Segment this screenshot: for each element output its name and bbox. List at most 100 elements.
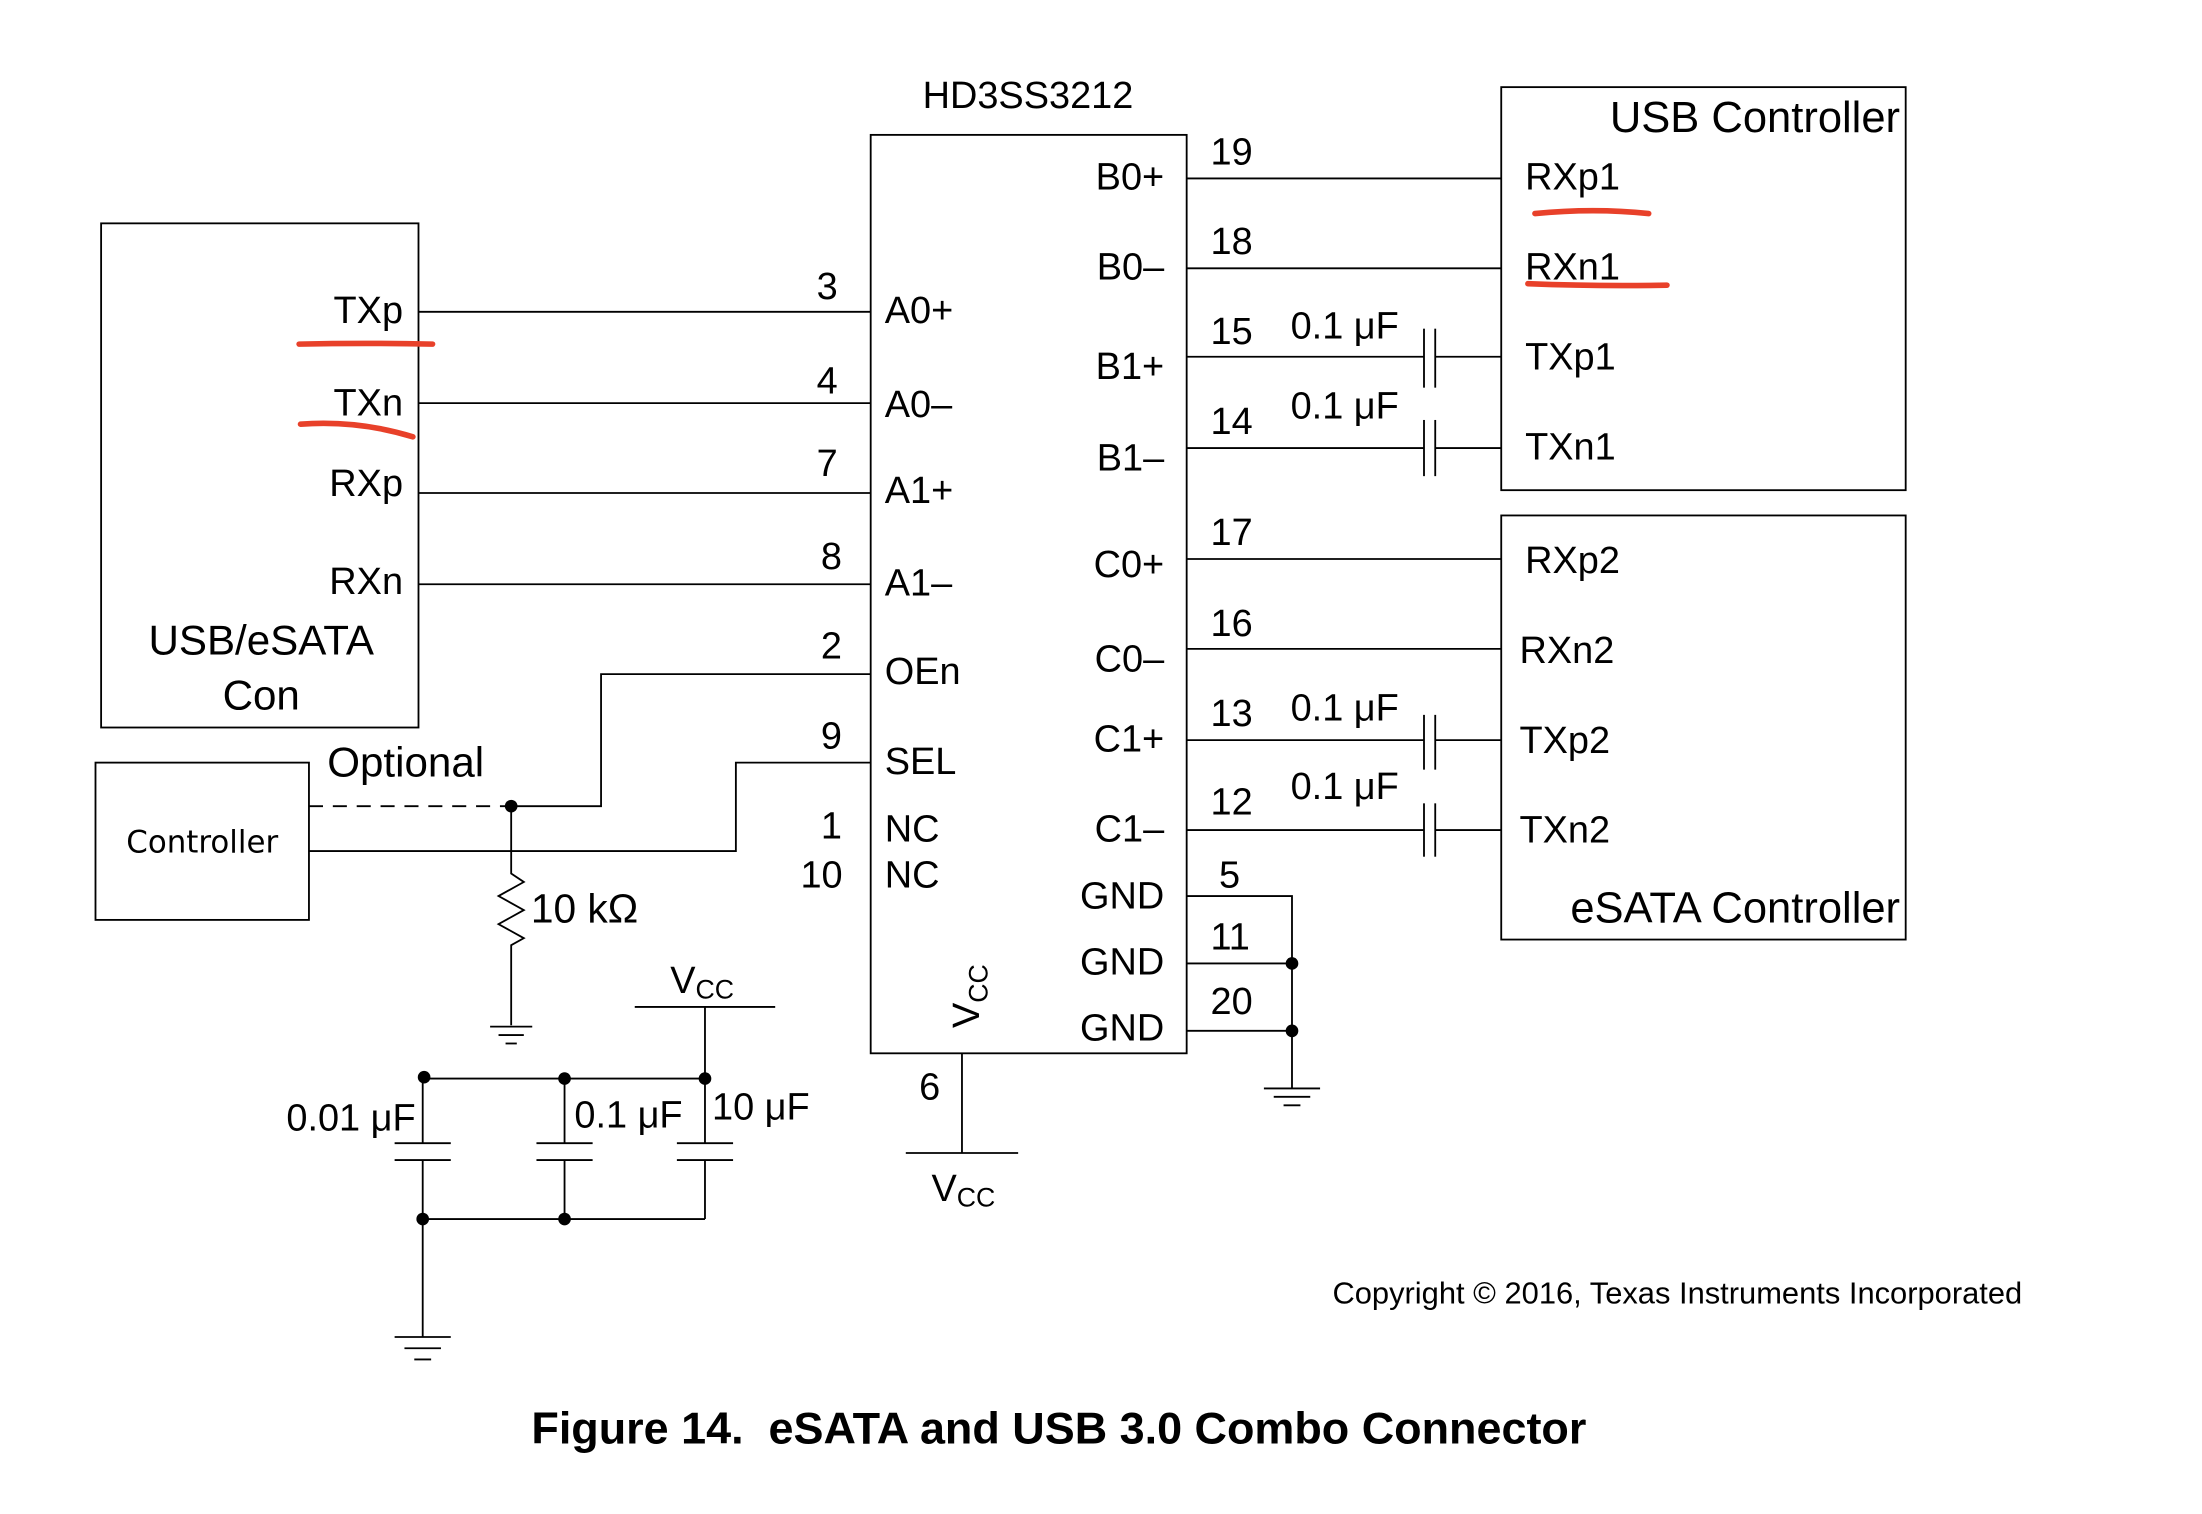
esata-signal-rxp2: RXp2 [1525, 540, 1620, 582]
usb-controller: USB Controller RXp1 RXn1 TXp1 TXn1 [1500, 86, 1907, 492]
junction-dot [698, 1072, 712, 1085]
highlight-txn [297, 420, 416, 440]
pin-number: 16 [1211, 603, 1253, 645]
esata-signal-txp2: TXp2 [1519, 720, 1610, 762]
esata-signal-txn2: TXn2 [1519, 810, 1610, 852]
pin-name: C1– [1095, 808, 1165, 850]
ac-cap [1423, 419, 1437, 477]
wire-oen [511, 673, 871, 808]
cap-value: 0.1 μF [1291, 306, 1399, 348]
pin-number: 13 [1211, 693, 1253, 735]
connector-body [100, 222, 420, 729]
pin-number: 10 [800, 855, 842, 897]
pin-number: 4 [817, 360, 838, 402]
controller: Controller Optional [94, 739, 484, 921]
usb-signal-txn1: TXn1 [1525, 426, 1616, 468]
pin-number: 18 [1211, 221, 1253, 263]
usb-signal-rxp1: RXp1 [1525, 157, 1620, 199]
cap-value: 0.01 μF [286, 1098, 415, 1140]
connector-signal-txp: TXp [334, 290, 404, 332]
usb-signal-txp1: TXp1 [1525, 336, 1616, 378]
chip-body [869, 133, 1188, 1055]
usb-esata-connector: TXp TXn RXp RXn USB/eSATA Con [100, 222, 420, 729]
chip-hd3ss3212: HD3SS3212 VCC [869, 75, 1188, 1055]
esata-signal-rxn2: RXn2 [1519, 630, 1614, 672]
cap-value: 0.1 μF [1291, 766, 1399, 808]
junction-dot [416, 1212, 430, 1226]
junction-dot [558, 1212, 571, 1226]
pin-number: 2 [821, 626, 842, 668]
ground-icon [394, 1336, 451, 1361]
pin-name: GND [1080, 942, 1164, 984]
pin-name: A1– [885, 563, 953, 605]
pin-number: 8 [821, 536, 842, 578]
chip-vcc-label: VCC [946, 964, 993, 1028]
wire-gnd [1186, 895, 1293, 1089]
ac-cap [1423, 714, 1437, 770]
chip-vcc-pin: 6 VCC [905, 1053, 1019, 1212]
pin-number: 15 [1211, 311, 1253, 353]
highlight-marks [296, 207, 1670, 440]
chip-right-pins: B0+ 19 B0– 18 B1+ 15 B1– 14 C0+ 17 C0– 1… [1080, 131, 1253, 1049]
figure-caption: Figure 14. eSATA and USB 3.0 Combo Conne… [531, 1403, 1586, 1454]
resistor-value: 10 kΩ [531, 886, 638, 932]
usb-controller-body [1500, 86, 1907, 492]
esata-controller-title: eSATA Controller [1570, 885, 1900, 933]
pin-name: A1+ [885, 470, 954, 512]
pin-number: 3 [817, 266, 838, 308]
resistor-symbol [496, 806, 526, 1026]
pin-name: B1+ [1096, 346, 1165, 388]
pin-name: B0– [1097, 247, 1165, 289]
pin-name: NC [885, 855, 940, 897]
ground-icon [490, 1025, 533, 1045]
ac-cap [1423, 803, 1437, 857]
pin-number: 5 [1219, 855, 1240, 897]
pin-number: 20 [1211, 981, 1253, 1023]
pin-name: C0+ [1094, 544, 1165, 586]
ground-icon [1263, 1087, 1321, 1107]
cap-value: 10 μF [712, 1086, 810, 1128]
pin-number: 17 [1211, 512, 1253, 554]
junction-dot [417, 1070, 431, 1084]
connector-signal-rxn: RXn [329, 561, 403, 603]
pin-name: NC [885, 808, 940, 850]
pin-name: C1+ [1094, 718, 1165, 760]
pin-number: 9 [821, 716, 842, 758]
junction-dot [1285, 1024, 1299, 1038]
esata-controller: RXp2 RXn2 TXp2 TXn2 eSATA Controller [1500, 514, 1907, 941]
pin-number: 12 [1211, 782, 1253, 824]
copyright: Copyright © 2016, Texas Instruments Inco… [1332, 1275, 2022, 1310]
junction-dot [1285, 957, 1299, 970]
pin-name: SEL [885, 741, 957, 783]
highlight-txp [296, 340, 436, 347]
pin-name: A0– [885, 384, 953, 426]
pin-name: A0+ [885, 290, 954, 332]
pin-number: 1 [821, 805, 842, 847]
usb-controller-title: USB Controller [1610, 94, 1900, 142]
pin-number: 19 [1211, 131, 1253, 173]
cap-value: 0.1 μF [1291, 386, 1399, 428]
pin-name: B1– [1097, 438, 1165, 480]
esata-controller-body [1500, 514, 1907, 941]
controller-body [94, 761, 310, 921]
pin-number: 14 [1211, 401, 1253, 443]
chip-left-pins: 3 A0+ 4 A0– 7 A1+ 8 A1– 2 OEn 9 SEL 1 NC… [800, 266, 960, 896]
pin-number: 11 [1211, 916, 1250, 958]
connector-signal-rxp: RXp [329, 463, 403, 505]
pin-name: GND [1080, 876, 1164, 918]
resistor-10k: 10 kΩ [490, 806, 638, 1045]
decoupling-network: VCC 0.01 μF 0.1 μF 10 μF [286, 960, 810, 1361]
wire-sel [308, 761, 871, 853]
pin-name: GND [1080, 1008, 1164, 1050]
controller-title: Controller [126, 824, 278, 860]
highlight-rxn1 [1525, 280, 1670, 289]
pin-name: OEn [885, 651, 961, 693]
connector-title-line2: Con [223, 671, 300, 718]
pin-number: 6 [919, 1067, 940, 1109]
junction-dot [558, 1072, 571, 1085]
right-wires: 0.1 μF 0.1 μF 0.1 μF 0.1 μF [1186, 177, 1502, 1107]
vcc-label: VCC [670, 960, 734, 1005]
optional-label: Optional [327, 739, 484, 786]
pin-number: 7 [817, 443, 838, 485]
